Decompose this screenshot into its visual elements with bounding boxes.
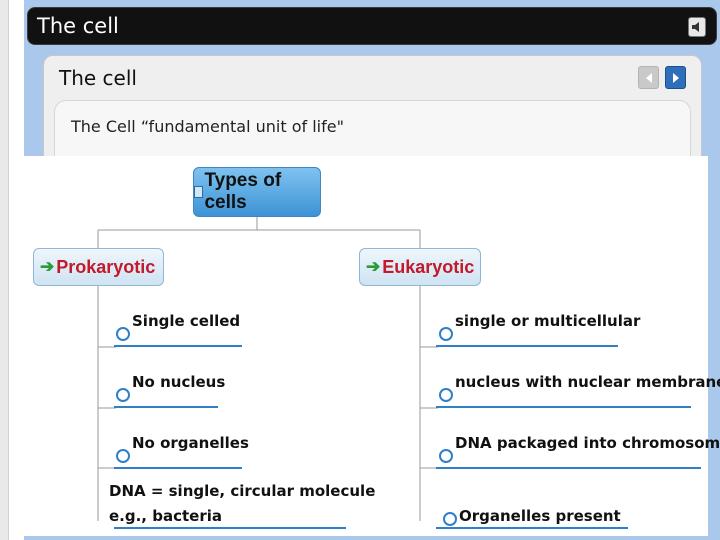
mindmap-connectors (97, 217, 438, 521)
mindmap-diagram: Types of cells ➔ Prokaryotic ➔ Eukaryoti… (14, 156, 720, 536)
item-text: Organelles present (459, 507, 621, 525)
item-underline (114, 345, 242, 347)
speaker-icon[interactable] (688, 17, 706, 37)
content-line: The Cell “fundamental unit of life" (71, 117, 344, 136)
list-item: DNA = single, circular molecule (109, 479, 375, 504)
item-underline (114, 467, 242, 469)
item-underline (114, 406, 218, 408)
item-underline (436, 527, 628, 529)
item-text: e.g., bacteria (109, 507, 222, 525)
root-node: Types of cells (193, 167, 321, 217)
topic-circle-icon (116, 327, 130, 341)
green-arrow-icon: ➔ (366, 257, 381, 276)
item-underline (436, 467, 701, 469)
list-item: Organelles present (443, 504, 621, 529)
item-text: DNA packaged into chromosomes (455, 434, 720, 452)
list-item: single or multicellular (439, 309, 641, 341)
next-arrow-icon[interactable] (665, 66, 686, 89)
item-text: No organelles (132, 434, 249, 452)
branch-node-eukaryotic: ➔ Eukaryotic (359, 248, 481, 286)
list-item: No nucleus (116, 370, 226, 402)
list-item: DNA packaged into chromosomes (439, 431, 720, 463)
topic-circle-icon (116, 388, 130, 402)
list-item: e.g., bacteria (109, 504, 222, 529)
document-icon (194, 186, 204, 198)
item-text: single or multicellular (455, 312, 641, 330)
item-text: nucleus with nuclear membrane (455, 373, 720, 391)
list-item: Single celled (116, 309, 241, 341)
branch-label-eukaryotic: Eukaryotic (382, 256, 475, 277)
prev-arrow-icon[interactable] (638, 66, 659, 89)
window-title-bar: The cell (27, 7, 717, 45)
root-label: Types of cells (204, 170, 282, 213)
branch-label-prokaryotic: Prokaryotic (56, 256, 156, 277)
topic-circle-icon (443, 512, 457, 526)
branch-node-prokaryotic: ➔ Prokaryotic (33, 248, 164, 286)
item-underline (436, 345, 618, 347)
item-text: No nucleus (132, 373, 226, 391)
window-title: The cell (37, 14, 119, 38)
left-strip (0, 0, 9, 540)
item-underline (114, 527, 346, 529)
panel-title: The cell (59, 66, 137, 90)
topic-circle-icon (116, 449, 130, 463)
item-underline (436, 406, 691, 408)
item-text: Single celled (132, 312, 241, 330)
topic-circle-icon (439, 449, 453, 463)
list-item: No organelles (116, 431, 249, 463)
item-text: DNA = single, circular molecule (109, 482, 376, 500)
topic-circle-icon (439, 388, 453, 402)
list-item: nucleus with nuclear membrane (439, 370, 720, 402)
green-arrow-icon: ➔ (40, 257, 55, 276)
topic-circle-icon (439, 327, 453, 341)
